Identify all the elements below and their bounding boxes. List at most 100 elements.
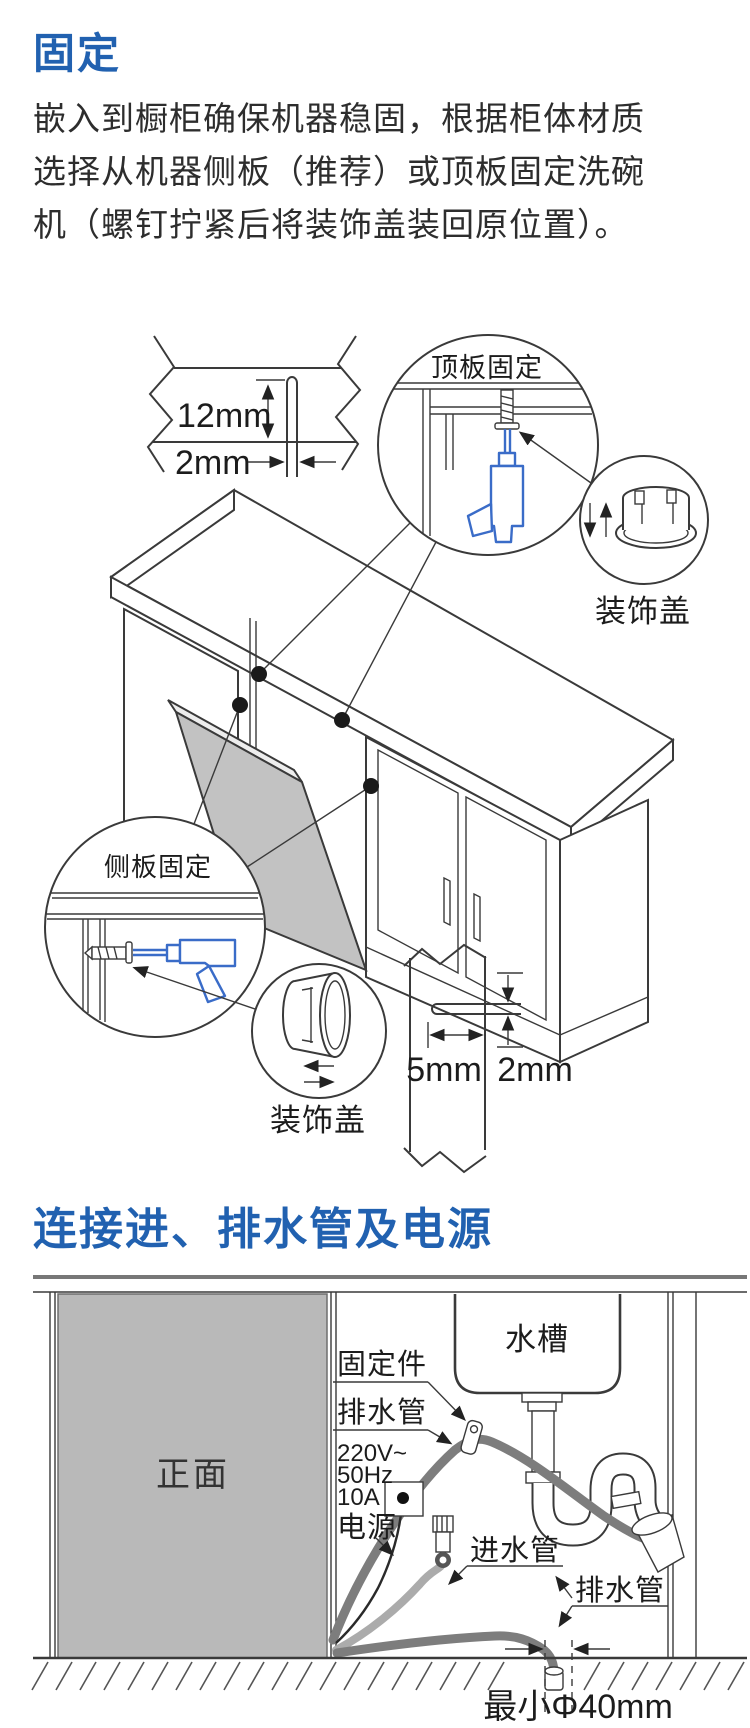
width-dim-label: 2mm [175, 444, 251, 482]
pilot-hole-side [431, 1003, 521, 1015]
min-diameter-label: 最小Φ40mm [483, 1688, 673, 1726]
drain-hose [328, 1434, 653, 1645]
drill-grip [466, 502, 494, 538]
screw-thread [500, 416, 514, 421]
decor-cap-label-top: 装饰盖 [595, 594, 691, 629]
screw-vertical [494, 389, 520, 430]
pipe-end-top [544, 1666, 564, 1676]
sink-label: 水槽 [505, 1322, 569, 1357]
drill-horizontal [133, 938, 237, 1004]
clip-hole [469, 1425, 479, 1434]
p-trap-pipe [533, 1454, 671, 1545]
ground: 最小Φ40mm [31, 1640, 747, 1726]
leader-line [193, 704, 241, 825]
funnel-mouth [631, 1512, 673, 1536]
drain-top-label: 排水管 [337, 1396, 427, 1429]
top-fixing-title: 顶板固定 [431, 353, 543, 383]
screw-thread [500, 409, 514, 414]
pilot-hole [286, 376, 298, 477]
drill-body [178, 938, 237, 968]
fixer-label: 固定件 [337, 1348, 427, 1381]
break-edge-bottom [403, 1147, 487, 1174]
cap-base-inner [324, 980, 346, 1050]
fixing-instructions-paragraph: 嵌入到橱柜确保机器稳固，根据柜体材质 选择从机器侧板（推荐）或顶板固定洗碗 机（… [33, 92, 733, 251]
countertop-hole-detail: 12mm 2mm [146, 335, 362, 482]
inlet-label: 进水管 [470, 1534, 560, 1567]
connection-labels: 固定件 排水管 220V~ 50Hz 10A 电源 进水管 排水管 [333, 1348, 668, 1628]
front-label: 正面 [156, 1456, 230, 1494]
section-heading-fixing: 固定 [33, 30, 122, 77]
decor-cap-icon [615, 486, 697, 549]
screw-thread [105, 946, 110, 960]
drain-bottom-label: 排水管 [575, 1574, 665, 1607]
drain-bottom-arrow-up [555, 1575, 573, 1599]
decor-cap-callout-top: 装饰盖 [579, 455, 709, 629]
sink-assembly: 水槽 [453, 1294, 673, 1547]
drill-vertical [466, 429, 525, 544]
screw-thread [97, 946, 102, 960]
inlet-fitting [432, 1515, 454, 1568]
fitting-thread [432, 1515, 454, 1533]
drain-flange [521, 1392, 563, 1403]
cabinet-right-end [559, 798, 649, 1064]
cap-notch [634, 490, 645, 505]
fitting-nut-center [439, 1556, 447, 1564]
power-label: 电源 [337, 1511, 397, 1544]
drain-flange [527, 1401, 557, 1412]
screw-flange [125, 941, 133, 964]
door-handle [473, 892, 481, 943]
fixing-point-dot [363, 778, 379, 794]
paragraph-line: 选择从机器侧板（推荐）或顶板固定洗碗 [33, 153, 645, 190]
side-width-label: 2mm [497, 1051, 573, 1089]
frequency-spec: 50Hz [337, 1462, 393, 1489]
callout-circle [44, 816, 266, 1038]
break-edge-left [146, 335, 176, 473]
cabinet-isometric [109, 488, 675, 1064]
drill-grip [195, 964, 227, 1004]
fixing-point-dot [232, 697, 248, 713]
power-arrow [375, 1537, 394, 1556]
side-fixing-callout: 侧板固定 [44, 816, 266, 1038]
fixing-diagram: 12mm 2mm [44, 334, 709, 1174]
fixing-point-dot [334, 712, 350, 728]
fitting-body [435, 1531, 451, 1553]
fixer-arrow [427, 1381, 466, 1422]
plinth-line-end [559, 996, 649, 1036]
decor-cap-callout-side: 装饰盖 [251, 963, 387, 1138]
pipe-coupling [610, 1490, 642, 1510]
depth-dim-label: 12mm [177, 397, 271, 435]
drill-chuck [497, 451, 517, 468]
top-fixing-callout: 顶板固定 [377, 334, 599, 556]
screw-thread [500, 402, 514, 407]
power-cable [335, 1504, 404, 1644]
screw-thread [500, 395, 514, 400]
leader-line [246, 785, 372, 868]
callout-circle [377, 334, 599, 556]
fixing-points [193, 522, 437, 868]
cap-notch [666, 489, 677, 504]
break-edge-right [334, 335, 362, 471]
paragraph-line: 嵌入到橱柜确保机器稳固，根据柜体材质 [33, 100, 645, 137]
leader-line [258, 522, 411, 675]
fixing-point-dot [251, 666, 267, 682]
clip-body [460, 1419, 483, 1455]
screw-thread [113, 946, 118, 960]
current-spec: 10A [337, 1484, 380, 1511]
wall-funnel [631, 1512, 685, 1573]
plinth-line-right [365, 946, 561, 1036]
decor-cap-icon-side [282, 972, 351, 1058]
decor-cap-label-side: 装饰盖 [270, 1103, 366, 1138]
inlet-hose [332, 1562, 445, 1654]
socket-dot [397, 1492, 409, 1504]
voltage-spec: 220V~ [337, 1440, 407, 1467]
drill-chuck [165, 943, 182, 963]
side-panel-hole-detail: 5mm 2mm [403, 943, 573, 1174]
hose-clip [460, 1419, 483, 1455]
floor-drain-pipe [332, 1631, 559, 1687]
break-edge-top [403, 943, 487, 967]
countertop-bar [33, 1275, 747, 1279]
cabinet-door-left [377, 748, 459, 975]
section-heading-connections: 连接进、排水管及电源 [33, 1205, 493, 1254]
drain-bottom-arrow-down [558, 1605, 573, 1628]
